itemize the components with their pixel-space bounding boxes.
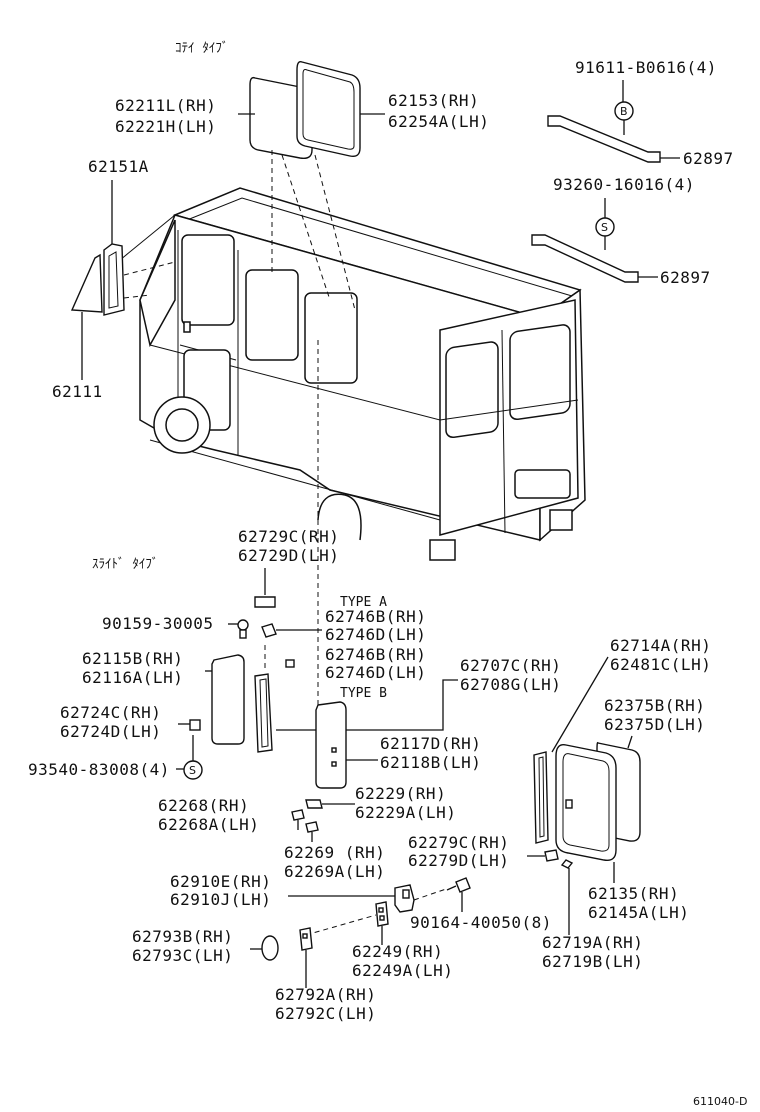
quarter-glass-part [70,253,103,313]
label-93260: 93260-16016(4) [553,175,695,194]
label-62211: 62211L(RH) [115,96,216,115]
label-62729d: 62729D(LH) [238,546,339,565]
bar-upper-part [547,115,661,163]
retainer-small-part [560,859,574,869]
label-62118b: 62118B(LH) [380,753,481,772]
cap-part [261,935,279,961]
clip-b-part [285,659,295,668]
clip-a-part [261,623,277,638]
label-62724d: 62724D(LH) [60,722,161,741]
label-62792c: 62792C(LH) [275,1004,376,1023]
label-62910e: 62910E(RH) [170,872,271,891]
label-62481c: 62481C(LH) [610,655,711,674]
label-62719b: 62719B(LH) [542,952,643,971]
slide-glass-right-part [315,701,347,789]
slide-type-heading: ｽﾗｲﾄﾞ ﾀｲﾌﾞ [92,557,158,572]
guide-upper-part [291,809,305,821]
label-62268a: 62268A(LH) [158,815,259,834]
type-b-heading: TYPE B [340,686,387,701]
label-62375b: 62375B(RH) [604,696,705,715]
label-62254: 62254A(LH) [388,112,489,131]
bar-lower-part [531,234,639,283]
label-62111: 62111 [52,382,103,401]
screw-part [455,877,471,893]
fixed-frame-part [296,60,361,158]
label-62116a: 62116A(LH) [82,668,183,687]
label-62375d: 62375D(LH) [604,715,705,734]
diagram-code: 611040-D [693,1095,747,1108]
callout-s-lower-letter: S [189,764,196,777]
seal-strip-part [533,751,549,844]
label-62793b: 62793B(RH) [132,927,233,946]
label-62708g: 62708G(LH) [460,675,561,694]
label-62151a: 62151A [88,157,149,176]
guide-lower-part [305,821,319,833]
label-62269: 62269 (RH) [284,843,385,862]
label-90159: 90159-30005 [102,614,213,633]
label-93540: 93540-83008(4) [28,760,170,779]
label-62719a: 62719A(RH) [542,933,643,952]
latch-bracket-part [254,596,276,608]
rear-glass-part [555,744,617,861]
label-91611: 91611-B0616(4) [575,58,717,77]
retainer-part [544,849,559,862]
label-62707c: 62707C(RH) [460,656,561,675]
label-62221: 62221H(LH) [115,117,216,136]
label-62115b: 62115B(RH) [82,649,183,668]
label-62229a: 62229A(LH) [355,803,456,822]
label-62724c: 62724C(RH) [60,703,161,722]
label-90164: 90164-40050(8) [410,913,552,932]
label-62793c: 62793C(LH) [132,946,233,965]
label-62746b-b: 62746B(RH) [325,645,426,664]
quarter-frame-part [103,243,125,316]
slide-glass-left-part [211,654,245,745]
label-62897-upper: 62897 [683,149,734,168]
slide-rail-part [254,673,273,753]
label-62229: 62229(RH) [355,784,446,803]
bolt-part [237,619,249,631]
bracket-part [299,927,313,951]
label-62135: 62135(RH) [588,884,679,903]
fixed-type-heading: ｺﾃｲ ﾀｲﾌﾞ [175,41,228,56]
label-62249: 62249(RH) [352,942,443,961]
label-62714a: 62714A(RH) [610,636,711,655]
label-62279c: 62279C(RH) [408,833,509,852]
runner-part [305,799,323,809]
label-62897-lower: 62897 [660,268,711,287]
van-body [119,187,586,561]
label-62910j: 62910J(LH) [170,890,271,909]
label-62269a: 62269A(LH) [284,862,385,881]
type-a-heading: TYPE A [340,595,387,610]
callout-s-upper-letter: S [601,221,608,234]
label-62249a: 62249A(LH) [352,961,453,980]
label-62792a: 62792A(RH) [275,985,376,1004]
label-62279d: 62279D(LH) [408,851,509,870]
label-62746b-a: 62746B(RH) [325,607,426,626]
label-62145a: 62145A(LH) [588,903,689,922]
label-62117d: 62117D(RH) [380,734,481,753]
stopper-part [189,719,201,731]
label-62729c: 62729C(RH) [238,527,339,546]
latch-plate-part [375,901,389,927]
callout-b-letter: B [620,105,628,118]
label-62153: 62153(RH) [388,91,479,110]
label-62746d-b: 62746D(LH) [325,663,426,682]
label-62268: 62268(RH) [158,796,249,815]
label-62746d-a: 62746D(LH) [325,625,426,644]
